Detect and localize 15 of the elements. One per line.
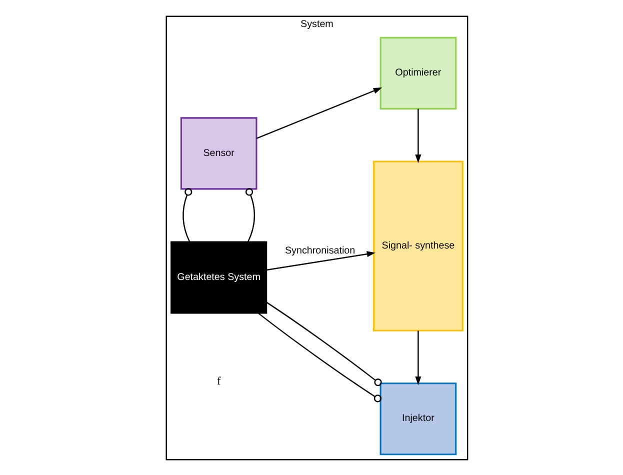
edge-label: Synchronisation — [284, 244, 356, 256]
node-box: Injektor — [380, 382, 457, 455]
connector — [245, 188, 256, 242]
label: f — [216, 375, 221, 388]
arrow — [415, 330, 422, 385]
node-box: Optimierer — [380, 36, 457, 109]
arrow — [266, 250, 376, 270]
connector — [182, 188, 192, 242]
connector — [258, 312, 382, 402]
node-box: Signal- synthese — [372, 160, 464, 331]
node-box: Sensor — [180, 116, 258, 190]
arrow — [256, 87, 382, 138]
arrow — [415, 108, 422, 163]
node-box: Getaktetes System — [170, 240, 268, 314]
connector — [266, 301, 382, 386]
